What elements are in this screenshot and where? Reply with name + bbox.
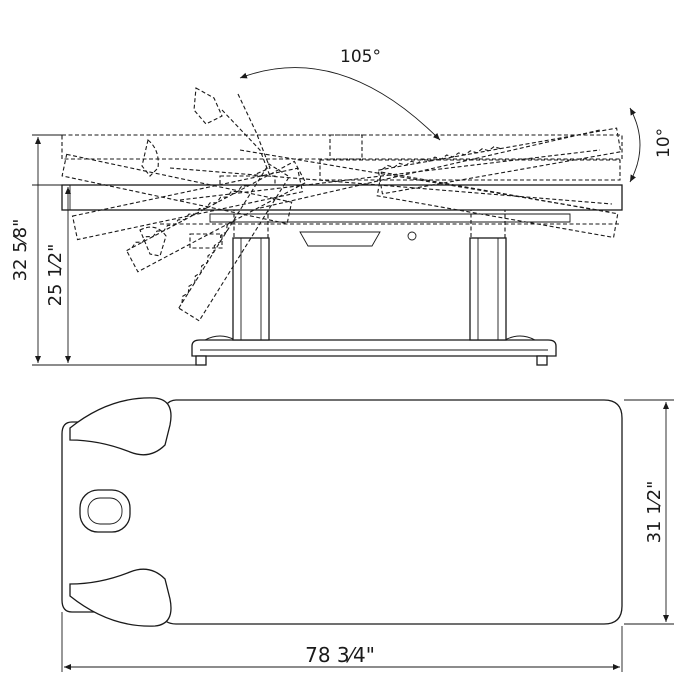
max-height-label: 32 5⁄8" (10, 219, 31, 282)
length-dimension: 78 3⁄4" (61, 612, 623, 672)
table-base (191, 335, 557, 366)
face-cradle-hole (79, 489, 131, 533)
length-label: 78 3⁄4" (305, 643, 375, 667)
foot-angle-label: 10° (654, 128, 674, 158)
height-dimensions: 32 5⁄8" 25 1⁄2" (10, 134, 196, 366)
head-angle-indicator: 105° (239, 47, 441, 141)
lift-column-right (469, 189, 507, 341)
lift-column-left (232, 189, 270, 341)
head-pillow-upper (69, 397, 172, 456)
width-dimension: 31 1⁄2" (624, 399, 674, 625)
tabletop-flat (61, 184, 623, 211)
head-angle-label: 105° (340, 47, 381, 67)
side-view: 105° 10° 32 5⁄8" 25 1⁄2" (10, 47, 674, 366)
min-height-label: 25 1⁄2" (45, 244, 66, 307)
width-label: 31 1⁄2" (644, 481, 665, 544)
foot-angle-indicator: 10° (629, 107, 674, 183)
backrest-intermediate-positions (61, 134, 363, 273)
leg-section-tilted-positions (139, 127, 623, 257)
head-pillow-lower (69, 568, 172, 627)
top-view: 31 1⁄2" 78 3⁄4" (61, 397, 674, 672)
